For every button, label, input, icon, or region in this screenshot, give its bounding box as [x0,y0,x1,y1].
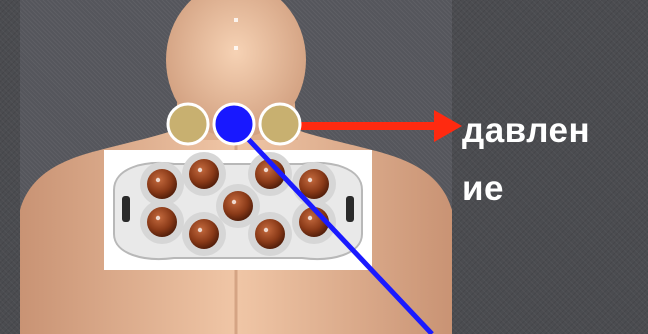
pressure-point-left [168,104,208,144]
blue-pointer-line [234,124,432,334]
pressure-point-right [260,104,300,144]
red-arrow-icon [300,110,462,142]
pressure-point-center [214,104,254,144]
pressure-label: давлен ие [462,102,642,218]
